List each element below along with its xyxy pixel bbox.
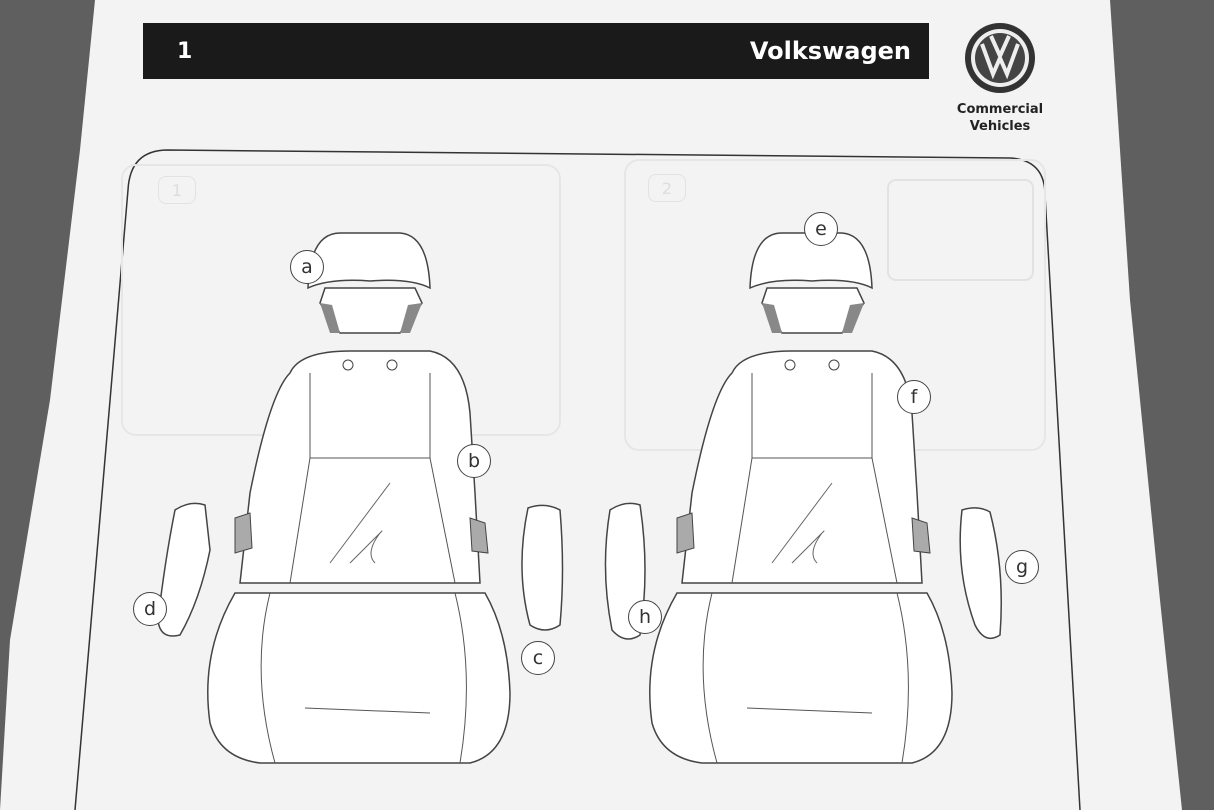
- page-number: 1: [177, 38, 193, 64]
- logo-line-1: Commercial: [956, 102, 1044, 117]
- callout-c: c: [521, 641, 555, 675]
- callout-d: d: [133, 592, 167, 626]
- logo-caption: Commercial Vehicles: [940, 101, 1060, 135]
- callout-f: f: [897, 380, 931, 414]
- callout-e: e: [804, 212, 838, 246]
- step-number-1: 1: [158, 176, 196, 204]
- callout-h: h: [628, 600, 662, 634]
- callout-b: b: [457, 444, 491, 478]
- brand-title: Volkswagen: [749, 37, 911, 65]
- header-bar: 1 Volkswagen: [143, 23, 929, 79]
- vw-logo-icon: [965, 23, 1035, 93]
- step-number-2: 2: [648, 174, 686, 202]
- callout-g: g: [1005, 550, 1039, 584]
- logo-line-2: Vehicles: [969, 119, 1031, 134]
- callout-a: a: [290, 250, 324, 284]
